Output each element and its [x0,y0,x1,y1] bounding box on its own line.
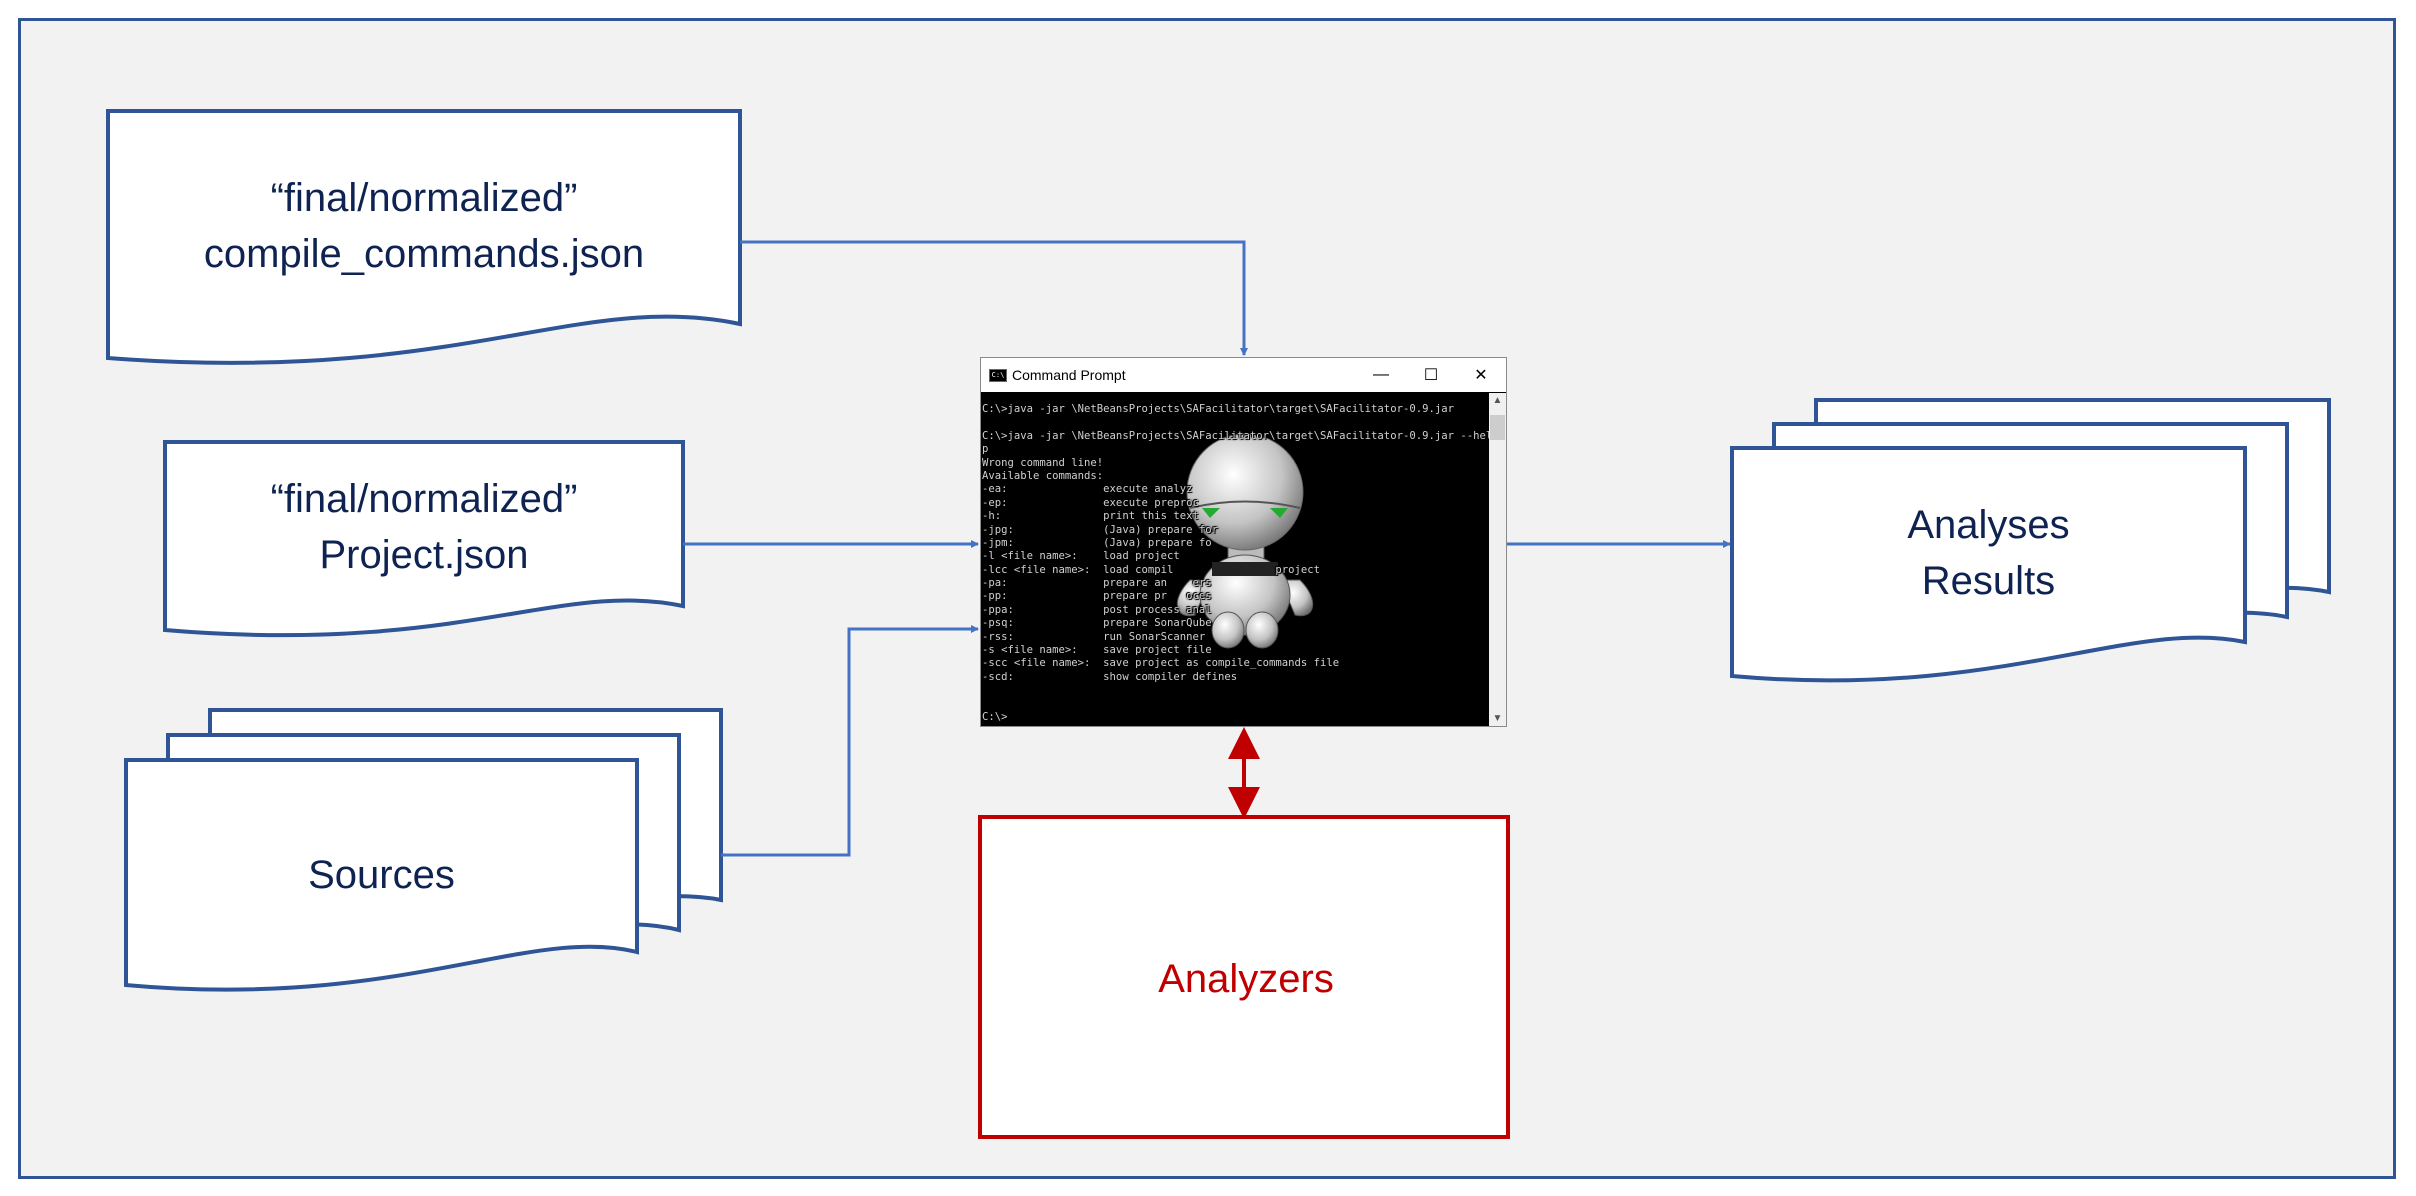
terminal-line [982,684,1488,697]
terminal-scrollbar[interactable]: ▲ ▼ [1489,393,1506,726]
terminal-line: -lcc <file name>: load compil project [982,563,1321,576]
terminal-output[interactable]: C:\>java -jar \NetBeansProjects\SAFacili… [981,393,1489,726]
terminal-line: C:\>java -jar \NetBeansProjects\SAFacili… [982,429,1489,442]
compile-commands-document [106,109,742,365]
maximize-button[interactable]: ☐ [1423,367,1439,384]
project-line2: Project.json [319,533,529,577]
window-title: Command Prompt [1012,367,1126,383]
terminal-line: -psq: prepare SonarQube [982,617,1212,630]
close-button[interactable]: ✕ [1474,367,1488,384]
terminal-line: -ppa: post process anal [982,603,1212,616]
scroll-down-icon[interactable]: ▼ [1492,713,1503,724]
results-line1: Analyses [1907,503,2070,547]
compile-commands-line2: compile_commands.json [203,232,645,276]
robot-mascot-icon [1176,433,1314,649]
analyzers-label: Analyzers [1158,957,1334,1001]
terminal-line: Available commands: [982,469,1104,482]
minimize-button[interactable]: — [1373,366,1389,383]
terminal-line: -scc <file name>: save project as compil… [982,657,1340,670]
command-prompt-window: C:\ Command Prompt — ☐ ✕ C:\>java -jar \… [980,357,1507,727]
compile-commands-line1: “final/normalized” [270,176,578,220]
terminal-line: Wrong command line! [982,456,1104,469]
terminal-line: -pa: prepare an ers [982,577,1212,590]
results-document-front [1730,446,2247,683]
terminal-line [982,698,1488,711]
analyzers-box [978,815,1510,1139]
arrow-sources-to-cmd [721,625,979,857]
terminal-line: -s <file name>: save project file [982,644,1212,657]
terminal-line: -l <file name>: load project [982,550,1180,563]
project-line1: “final/normalized” [270,477,578,521]
scroll-thumb[interactable] [1490,415,1505,440]
terminal-line: -rss: run SonarScanner [982,630,1206,643]
terminal-line: -ep: execute preproc [982,496,1199,509]
terminal-line [982,416,1488,429]
results-line2: Results [1921,559,2056,603]
sources-label: Sources [308,853,455,897]
terminal-line: -jpg: (Java) prepare for [982,523,1218,536]
sources-document-front [124,758,639,992]
arrow-compile-commands-to-cmd [740,240,1248,356]
terminal-line: -ea: execute analyz [982,483,1193,496]
command-prompt-titlebar[interactable]: C:\ Command Prompt — ☐ ✕ [981,358,1506,392]
terminal-line: -jpm: (Java) prepare fo [982,536,1212,549]
results-label: Analyses Results [1732,448,2245,658]
terminal-line: C:\> [982,710,1008,723]
terminal-line: -h: print this text [982,510,1199,523]
scroll-up-icon[interactable]: ▲ [1492,395,1503,406]
project-document [163,440,685,638]
terminal-line: -pp: prepare pr oces [982,590,1212,603]
project-label: “final/normalized” Project.json [165,442,683,612]
compile-commands-label: “final/normalized” compile_commands.json [108,111,740,341]
terminal-line: p [982,443,989,456]
terminal-line: C:\>java -jar \NetBeansProjects\SAFacili… [982,403,1454,415]
cmd-icon: C:\ [989,368,1007,382]
terminal-line: -scd: show compiler defines [982,670,1238,683]
